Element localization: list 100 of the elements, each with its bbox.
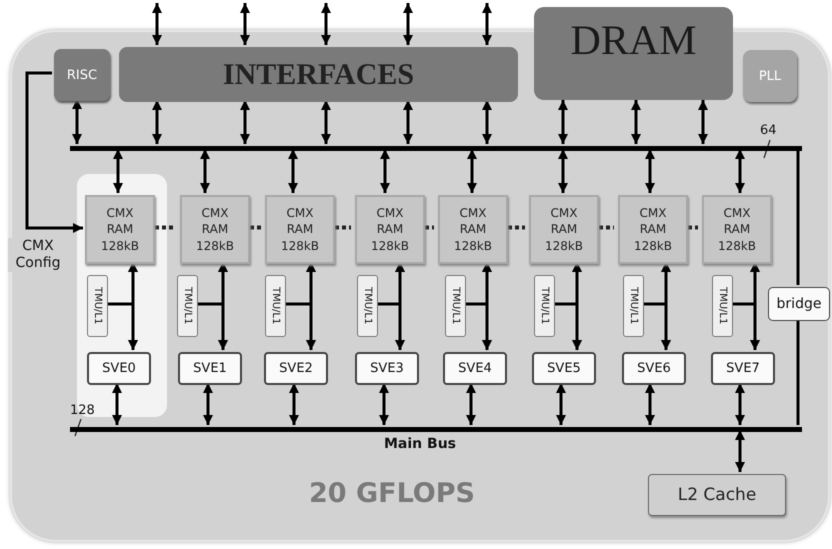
memory-block <box>355 195 425 264</box>
double-arrow <box>403 3 413 45</box>
double-arrow <box>152 3 162 45</box>
block-label: SVE5 <box>547 361 581 376</box>
double-arrow <box>645 383 655 425</box>
dotted-link <box>508 226 525 230</box>
block-label: CMX RAM 128kB <box>453 205 493 254</box>
connector-line <box>796 319 800 425</box>
cache-unit-block <box>265 275 286 337</box>
vector-engine-block <box>622 352 686 385</box>
block-label: SVE4 <box>458 361 492 376</box>
block-label: CMX RAM 128kB <box>280 205 320 254</box>
block-label: SVE7 <box>726 361 760 376</box>
block-label: DRAM <box>570 17 697 65</box>
double-arrow <box>203 383 213 425</box>
double-arrow <box>482 100 492 144</box>
vector-engine-block <box>264 352 328 385</box>
vector-engine-block <box>178 352 242 385</box>
cache-unit-block <box>623 275 644 337</box>
dotted-link <box>599 226 614 230</box>
double-arrow <box>288 149 298 193</box>
dotted-link <box>335 226 351 230</box>
double-arrow <box>558 100 568 144</box>
block-label: CMX RAM 128kB <box>370 205 410 254</box>
memory-block <box>85 195 155 264</box>
block-label: TMU/L1 <box>717 287 728 325</box>
bus-label: Main Bus <box>384 436 456 452</box>
block-label: INTERFACES <box>222 58 414 92</box>
connector-line <box>796 149 800 285</box>
double-arrow <box>113 149 123 193</box>
memory-block <box>265 195 335 264</box>
dotted-link <box>688 226 698 230</box>
double-arrow <box>735 430 745 472</box>
double-arrow <box>735 149 745 193</box>
cache-unit-block <box>445 275 466 337</box>
memory-block <box>534 7 733 100</box>
double-arrow <box>240 3 250 45</box>
block-label: CMX RAM 128kB <box>195 205 235 254</box>
block-label: TMU/L1 <box>182 287 193 325</box>
vector-engine-block <box>355 352 419 385</box>
double-arrow <box>558 149 568 193</box>
cache-block <box>648 474 786 516</box>
memory-block <box>438 195 508 264</box>
double-arrow <box>556 383 566 425</box>
block-label: CMX RAM 128kB <box>100 205 140 254</box>
performance-label: 20 GFLOPS <box>308 478 476 509</box>
double-arrow <box>467 149 477 193</box>
bridge-block <box>768 287 830 321</box>
double-arrow <box>321 3 331 45</box>
double-arrow <box>645 149 655 193</box>
block-label: RISC <box>66 68 98 82</box>
dotted-link <box>155 226 176 230</box>
vector-engine-block <box>532 352 596 385</box>
block-label: SVE0 <box>102 361 136 376</box>
block-label: L2 Cache <box>678 485 756 505</box>
block-label: bridge <box>776 296 822 312</box>
block-label: TMU/L1 <box>270 287 281 325</box>
vector-engine-block <box>87 352 151 385</box>
double-arrow <box>240 100 250 144</box>
clock-block <box>743 50 797 102</box>
double-arrow <box>321 100 331 144</box>
double-arrow <box>735 383 745 425</box>
double-arrow <box>698 100 708 144</box>
double-arrow <box>466 383 476 425</box>
block-label: TMU/L1 <box>362 287 373 325</box>
double-arrow <box>631 100 641 144</box>
bus-width-label: 64 <box>760 123 777 138</box>
cache-unit-block <box>87 275 108 337</box>
block-label: SVE1 <box>193 361 227 376</box>
block-label: SVE6 <box>637 361 671 376</box>
vector-engine-block <box>711 352 775 385</box>
interface-block <box>119 47 518 102</box>
block-label: CMX RAM 128kB <box>544 205 584 254</box>
block-label: CMX RAM 128kB <box>633 205 673 254</box>
block-label: TMU/L1 <box>450 287 461 325</box>
dotted-link <box>425 226 434 230</box>
memory-block <box>618 195 688 264</box>
block-label: SVE2 <box>279 361 313 376</box>
block-label: PLL <box>758 68 782 84</box>
block-label: TMU/L1 <box>628 287 639 325</box>
double-arrow <box>200 149 210 193</box>
cache-unit-block <box>534 275 555 337</box>
arrow <box>26 72 83 233</box>
memory-block <box>180 195 250 264</box>
double-arrow <box>112 383 122 425</box>
vector-engine-block <box>443 352 507 385</box>
double-arrow <box>152 100 162 144</box>
bus-width-label: 128 <box>70 403 95 418</box>
processor-block <box>54 49 110 101</box>
cache-unit-block <box>357 275 378 337</box>
block-label: SVE3 <box>370 361 404 376</box>
memory-block <box>702 195 772 264</box>
double-arrow <box>289 383 299 425</box>
double-arrow <box>482 3 492 45</box>
double-arrow <box>380 149 390 193</box>
dotted-link <box>250 226 261 230</box>
block-label: TMU/L1 <box>92 287 103 325</box>
cache-unit-block <box>177 275 198 337</box>
double-arrow <box>403 100 413 144</box>
double-arrow <box>379 383 389 425</box>
